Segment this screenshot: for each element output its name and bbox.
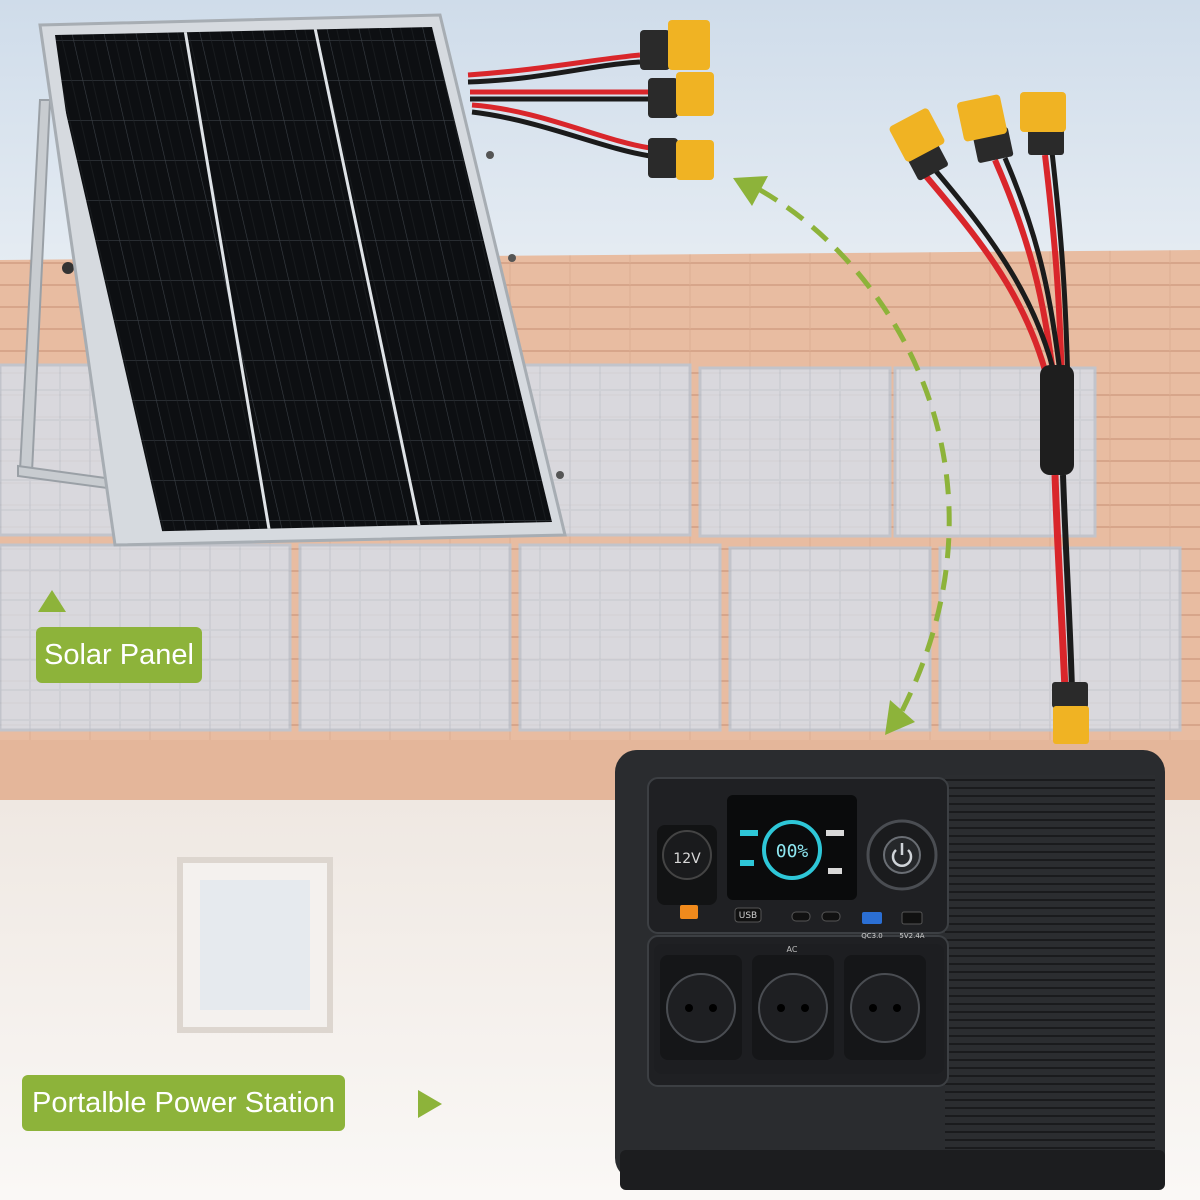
y-splitter-cable: [889, 92, 1089, 744]
ac-outlet: [844, 955, 926, 1060]
power-button[interactable]: [866, 819, 938, 891]
triangle-up-icon: [38, 590, 66, 612]
solar-panel: [38, 13, 567, 547]
xt60-connector: [957, 94, 1014, 163]
arrow-head-up-icon: [733, 176, 768, 206]
xt60-connector: [889, 108, 948, 181]
connection-arrow: [733, 176, 952, 735]
xt60-connector: [640, 20, 710, 70]
dc-port-label: 12V: [673, 851, 701, 867]
triangle-right-icon: [418, 1090, 442, 1118]
solar-panel-label: Solar Panel: [36, 627, 202, 683]
qc-port-label: QC3.0: [861, 932, 883, 940]
power-station: 12V 00% USB: [615, 750, 1165, 1190]
ac-outlet: [660, 955, 742, 1060]
usb-rate-label: 5V2.4A: [899, 932, 924, 940]
xt60-connector: [1052, 682, 1089, 744]
ac-outlet: [752, 955, 834, 1060]
battery-percent: 00%: [776, 841, 809, 862]
xt60-connector: [648, 72, 714, 118]
power-station-label: Portalble Power Station: [22, 1075, 346, 1131]
xt60-connector: [1020, 92, 1066, 155]
xt60-connector: [648, 138, 714, 180]
usb-port-label: USB: [739, 911, 757, 921]
ac-label: AC: [787, 945, 798, 954]
power-icon: [891, 843, 913, 867]
dc-car-socket: 12V: [657, 825, 717, 905]
lcd-display: 00%: [727, 795, 857, 900]
panel-cables: [467, 20, 714, 180]
ac-outlet-panel: AC: [654, 944, 944, 1074]
arrow-head-down-icon: [885, 700, 915, 735]
usb-port-row: USB QC3.0 5V2.4A: [680, 905, 925, 940]
